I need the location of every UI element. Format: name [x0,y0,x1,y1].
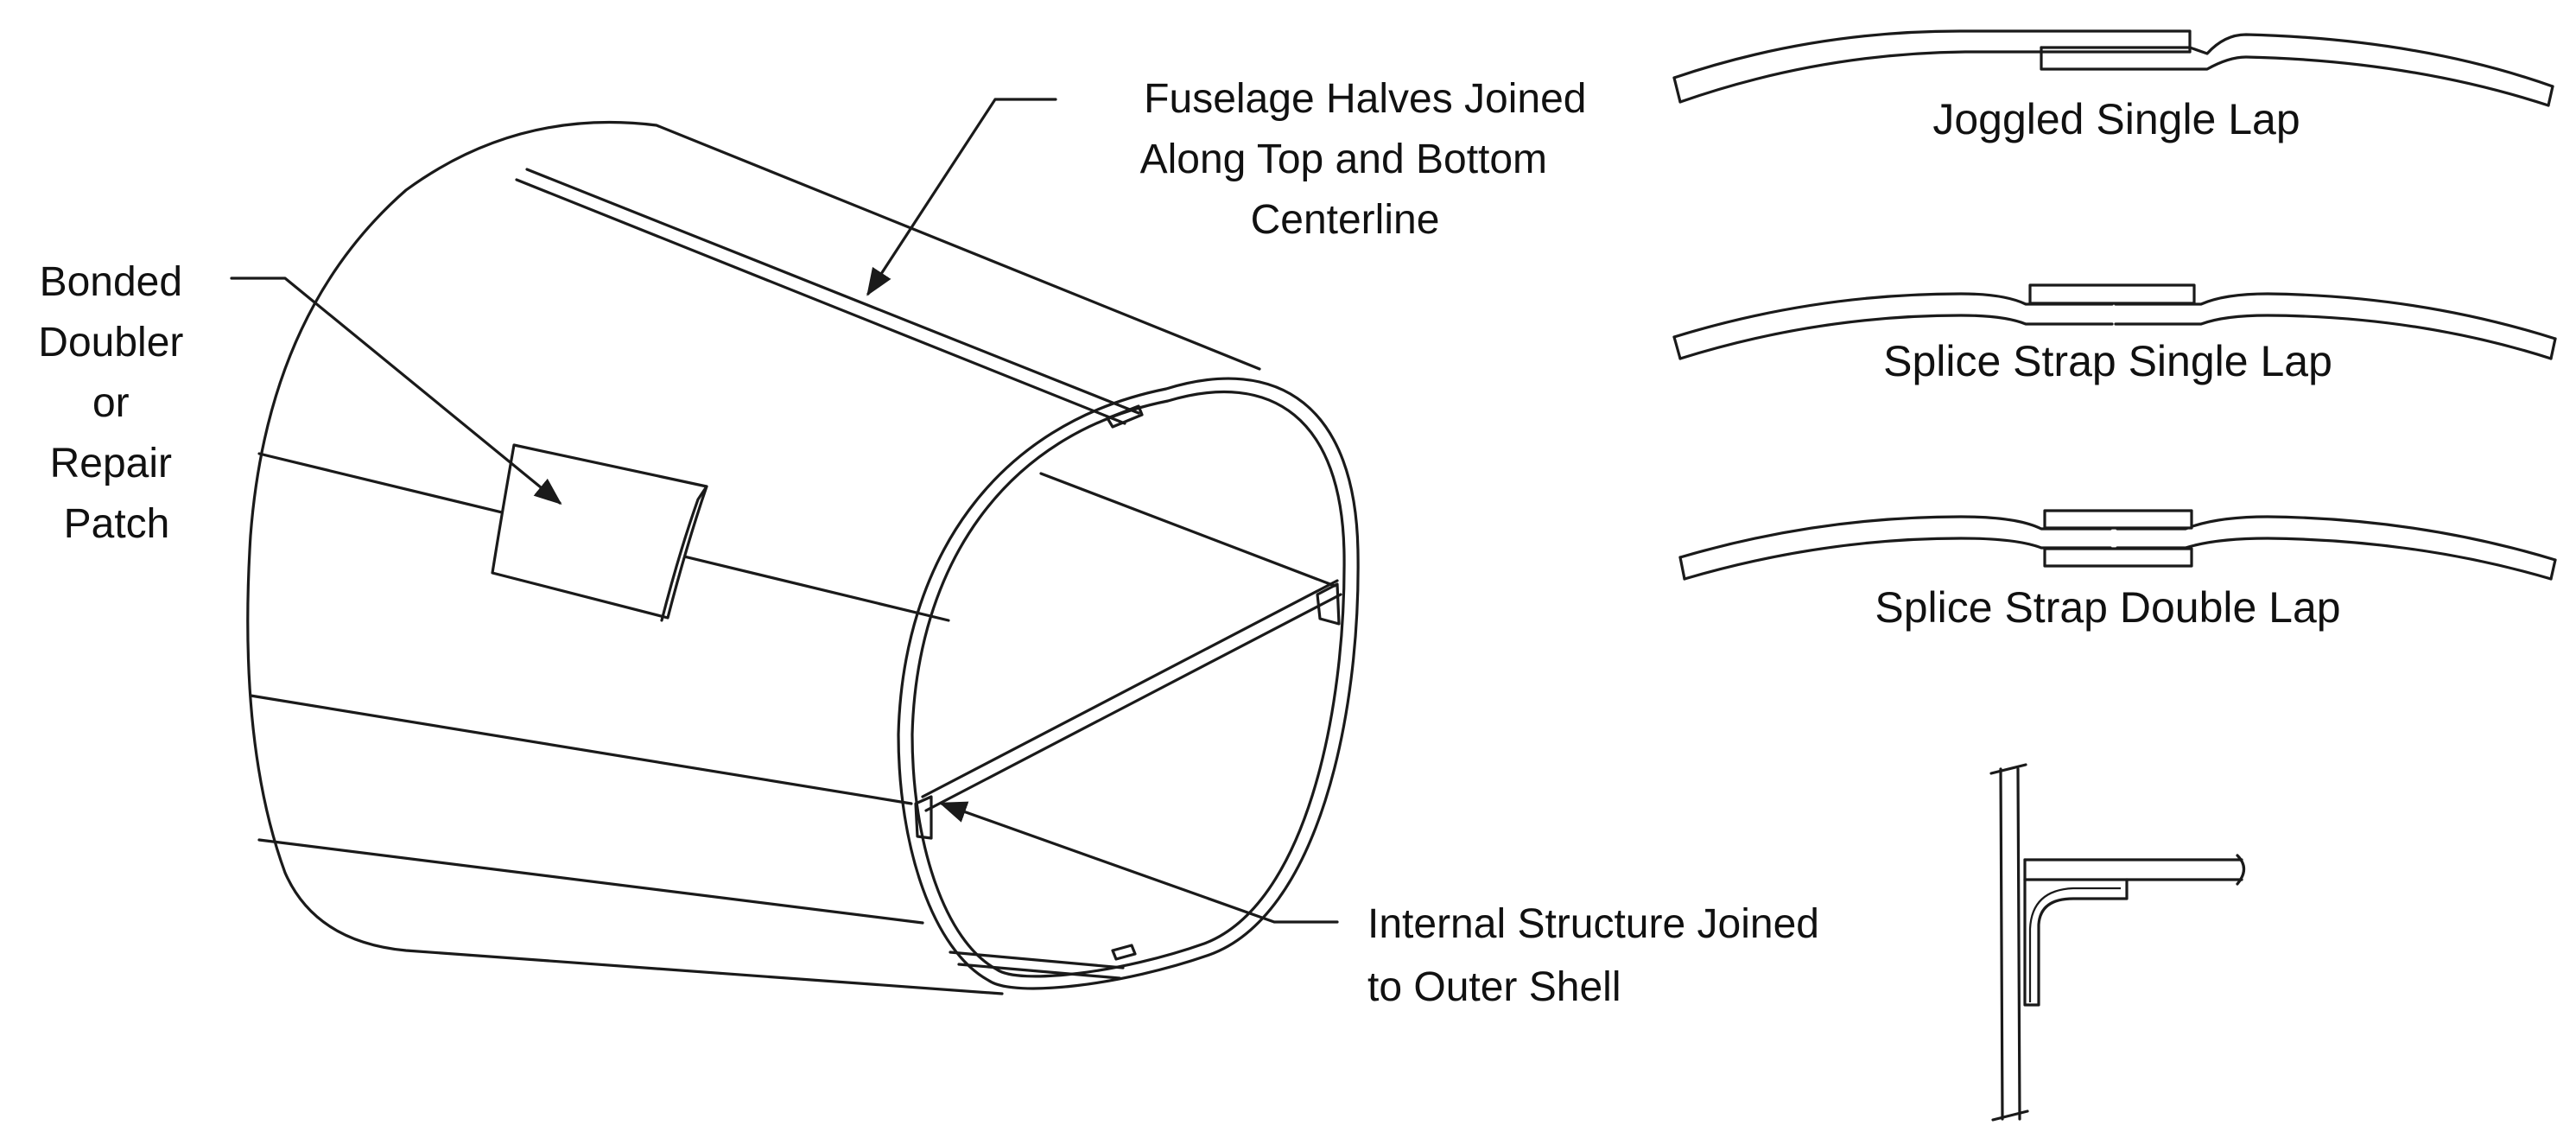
fuselage-mid-line [1039,472,1336,588]
fuselage-panel-line-2 [249,694,913,805]
double-strap-top-plate [2043,509,2193,530]
fuselage-halves-label-line1: Fuselage Halves Joined [1144,76,1586,122]
floor-panel-top-edge [921,579,1339,798]
floor-left-clip [914,795,933,840]
splice-strap-single-lap-detail [1672,283,2557,360]
t-joint-wall-right [2016,767,2021,1121]
double-strap-left-skin-bottom [1683,537,2112,581]
fuselage-halves-leader [866,98,1057,296]
single-strap-left-skin-end [1672,335,1682,360]
double-strap-right-skin-bottom [2116,537,2553,581]
fuselage-top-seam [525,168,1140,415]
single-strap-left-skin-top [1672,292,2114,339]
internal-structure-label-line2: to Outer Shell [1367,964,1621,1010]
fuselage-cut-edge-inner [910,390,1346,978]
joggled-single-lap-detail [1672,29,2554,107]
joggled-single-lap-label: Joggled Single Lap [1932,95,2300,143]
double-strap-right-skin-top [2116,515,2557,562]
bonded-doubler-label-line5: Patch [64,501,170,547]
t-joint-angle-bracket [2023,878,2129,1007]
floor-right-clip [1316,582,1341,626]
single-strap-plate [2028,283,2196,305]
fuselage-halves-label: Fuselage Halves Joined Along Top and Bot… [1140,76,1598,243]
t-joint-angle-fillet [2028,887,2121,1002]
joggled-left-skin-end [1672,76,1682,104]
bottom-seam-joint [949,950,1125,970]
splice-strap-double-lap-label: Splice Strap Double Lap [1875,583,2340,632]
internal-floor-structure [914,579,1342,840]
double-strap-bottom-plate [2043,547,2193,568]
fuselage-shell [246,120,1360,995]
internal-structure-label-line1: Internal Structure Joined [1367,901,1819,947]
internal-structure-joint-detail [1989,763,2246,1122]
fuselage-panel-line-3 [257,838,924,925]
bonded-doubler-label-line4: Repair [50,441,172,486]
bonded-doubler-patch-thickness [660,485,708,622]
joggled-right-skin-top [2040,33,2554,88]
internal-structure-leader [938,801,1339,924]
bonded-doubler-label-line3: or [92,380,130,426]
fuselage-outer-outline [246,120,1261,995]
bonded-doubler-label-line2: Doubler [38,320,183,366]
bonded-doubler-leader [230,277,562,505]
bonded-doubler-label-line1: Bonded [40,259,183,305]
fuselage-halves-label-line3: Centerline [1251,197,1440,243]
fuselage-halves-label-line2: Along Top and Bottom [1140,137,1547,182]
fuselage-top-seam-inner [515,178,1126,425]
splice-strap-single-lap-label: Splice Strap Single Lap [1883,337,2332,385]
bonded-doubler-label: Bonded Doubler or Repair Patch [38,259,194,547]
bottom-seam-joint-tab [1111,944,1137,961]
t-joint-wall-break-top [1989,763,2027,775]
single-strap-right-skin-bottom [2114,314,2553,360]
t-joint-wall-left [1999,767,2004,1121]
top-seam-joint [1106,404,1144,429]
internal-structure-label: Internal Structure Joined to Outer Shell [1367,901,1830,1010]
floor-panel-bottom-edge [924,593,1342,812]
single-strap-right-skin-end [2549,337,2557,360]
double-strap-right-skin-end [2549,558,2557,581]
joggled-left-skin-top [1672,29,2192,79]
joggled-right-skin-bottom [2040,46,2550,107]
bottom-seam-joint-2 [957,963,1121,980]
bonded-doubler-patch [491,443,708,620]
joggled-right-skin-end [2547,85,2554,107]
joggled-left-skin-bottom [1678,50,2192,104]
fuselage-cut-edge-outer [897,377,1360,990]
t-joint-wall-break-bottom [1991,1109,2029,1122]
double-strap-left-skin-end [1678,556,1686,581]
single-strap-left-skin-bottom [1678,314,2114,360]
single-strap-right-skin-top [2114,292,2557,340]
t-joint-web-break [2236,854,2246,886]
splice-strap-double-lap-detail [1678,509,2557,581]
double-strap-left-skin-top [1678,515,2112,559]
